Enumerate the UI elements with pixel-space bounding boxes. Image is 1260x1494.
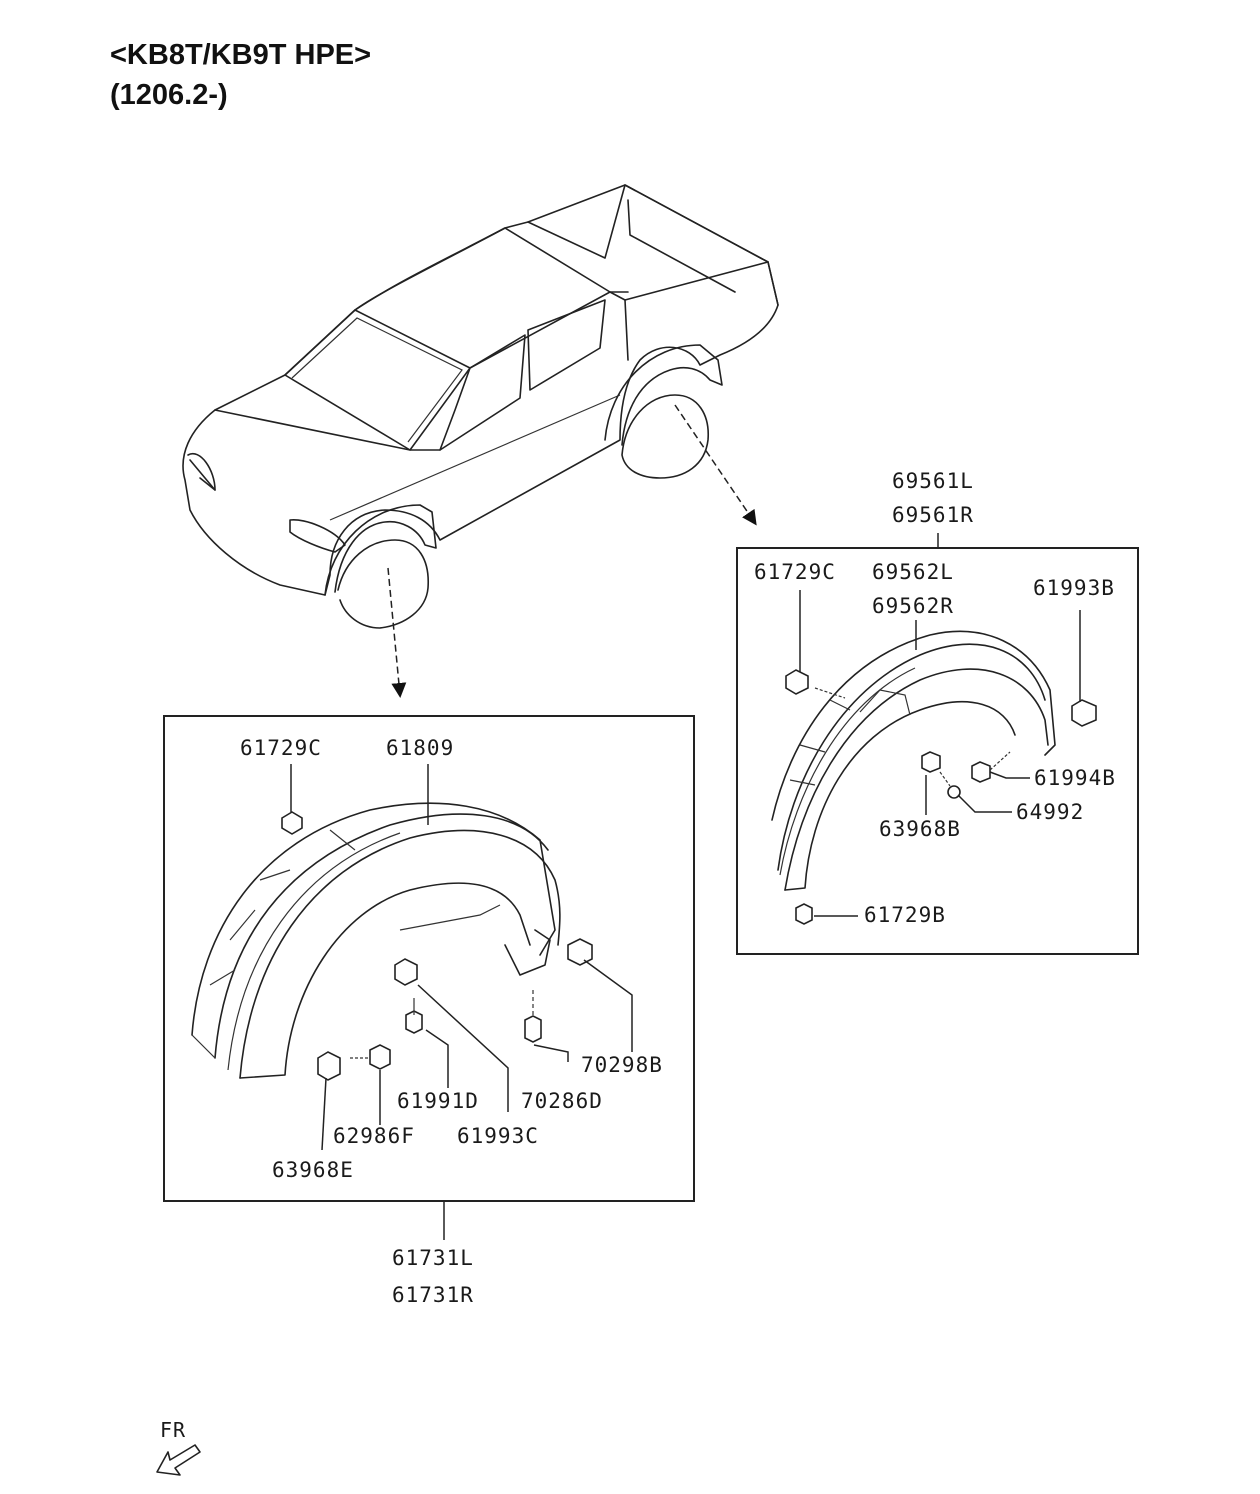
rear-fender-flare [771, 630, 1056, 891]
bolt-icon [524, 1015, 542, 1043]
front-direction-arrow-icon [156, 1444, 201, 1476]
label-front-assembly-l: 61731L [392, 1246, 474, 1270]
label-rear-assembly-l: 69561L [892, 469, 974, 493]
label-rear-assembly-r: 69561R [892, 503, 974, 527]
label-rear-clip-bottom: 61729B [864, 903, 946, 927]
label-rear-moulding-r: 69562R [872, 594, 954, 618]
front-fender-flare [191, 802, 561, 1079]
model-title: <KB8T/KB9T HPE> [110, 39, 372, 71]
clip-icon [795, 903, 813, 925]
vehicle-illustration [182, 184, 779, 629]
front-flare-arrow [387, 567, 407, 698]
clip-icon [281, 811, 303, 835]
label-front-nut-left: 63968E [272, 1158, 354, 1182]
label-front-clip-lower: 61993C [457, 1124, 539, 1148]
label-front-assembly-r: 61731R [392, 1283, 474, 1307]
rear-flare-arrow [674, 404, 757, 526]
clip-bolt-icon [971, 761, 991, 783]
clip-icon [785, 669, 809, 695]
label-front-clip-mid: 61991D [397, 1089, 479, 1113]
label-rear-screw: 64992 [1016, 800, 1085, 824]
label-rear-clip-bolt: 61994B [1034, 766, 1116, 790]
label-front-nut-right: 70298B [581, 1053, 663, 1077]
label-rear-clip-top: 61729C [754, 560, 836, 584]
label-rear-clip-right: 61993B [1033, 576, 1115, 600]
nut-icon [921, 751, 941, 773]
label-front-bolt-right: 70286D [521, 1089, 603, 1113]
screw-icon [947, 785, 961, 799]
label-front-screw: 62986F [333, 1124, 415, 1148]
label-rear-nut: 63968B [879, 817, 961, 841]
label-rear-moulding-l: 69562L [872, 560, 954, 584]
front-direction-label: FR [160, 1418, 187, 1442]
nut-icon [317, 1051, 341, 1081]
screw-icon [369, 1044, 391, 1070]
label-front-moulding: 61809 [386, 736, 455, 760]
label-front-clip-top: 61729C [240, 736, 322, 760]
clip-icon [1071, 699, 1097, 727]
date-range: (1206.2-) [110, 79, 228, 111]
clip-icon [394, 958, 418, 986]
nut-icon [567, 938, 593, 966]
front-assembly-box [163, 715, 695, 1202]
